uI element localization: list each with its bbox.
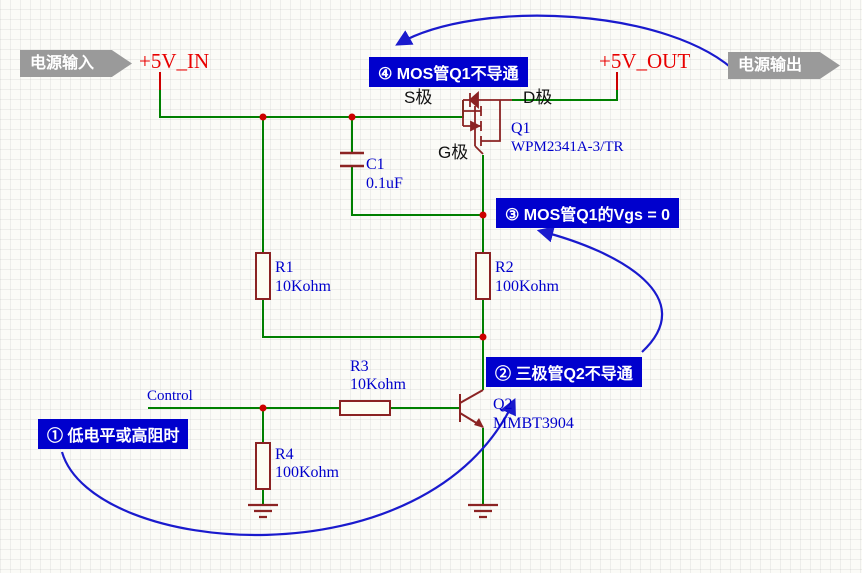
q1-drain-contact <box>481 100 501 142</box>
q2-part-number: MMBT3904 <box>493 415 574 432</box>
annotation-arrows[interactable] <box>60 14 739 536</box>
ground-symbol-right[interactable] <box>468 503 498 519</box>
r3-designator: R3 <box>350 358 369 375</box>
q1-source-pin-label: S极 <box>404 88 433 107</box>
c1-designator: C1 <box>366 156 385 173</box>
q1-part-number: WPM2341A-3/TR <box>511 139 624 155</box>
annotation-step1-box[interactable]: ① 低电平或高阻时 <box>38 419 189 449</box>
capacitor-c1-symbol[interactable] <box>340 151 364 168</box>
junction-dot <box>479 333 487 341</box>
r3-value: 10Kohm <box>350 376 406 393</box>
arrow-step2-to-step3[interactable] <box>536 226 664 353</box>
net-label-control: Control <box>147 388 193 404</box>
q1-bodydiode-triangle <box>468 91 479 109</box>
r1-value: 10Kohm <box>275 278 331 295</box>
resistor-r4-symbol[interactable] <box>255 442 271 490</box>
annotation-step3-box[interactable]: ③ MOS管Q1的Vgs = 0 <box>496 198 680 228</box>
r2-designator: R2 <box>495 259 514 276</box>
junction-dot <box>479 211 487 219</box>
junction-dots <box>259 113 487 412</box>
r4-value: 100Kohm <box>275 464 339 481</box>
annotation-step4-box[interactable]: ④ MOS管Q1不导通 <box>369 57 528 87</box>
r2-value: 100Kohm <box>495 278 559 295</box>
r1-designator: R1 <box>275 259 294 276</box>
power-output-banner[interactable]: 电源输出 <box>728 52 840 79</box>
net-label-5v-in: +5V_IN <box>139 49 210 73</box>
q1-designator: Q1 <box>511 120 531 137</box>
ground-symbol-left[interactable] <box>248 503 278 519</box>
wire-r1-bottom[interactable] <box>262 299 483 338</box>
q1-body-arrow <box>470 120 482 132</box>
resistor-r2-symbol[interactable] <box>475 252 491 300</box>
resistor-r3-symbol[interactable] <box>339 400 391 416</box>
junction-dot <box>348 113 356 121</box>
annotation-step2-box[interactable]: ② 三极管Q2不导通 <box>486 357 642 387</box>
net-label-5v-out: +5V_OUT <box>599 49 691 73</box>
junction-dot <box>259 113 267 121</box>
arrow-step3-to-step4[interactable] <box>395 14 739 75</box>
q1-drain-pin-label: D极 <box>523 88 553 107</box>
power-input-banner[interactable]: 电源输入 <box>20 50 132 77</box>
wire-c1-bottom[interactable] <box>351 167 483 216</box>
power-input-banner-label: 电源输入 <box>30 55 95 72</box>
c1-value: 0.1uF <box>366 175 403 192</box>
q1-gate-lead <box>474 145 484 155</box>
ground-symbols[interactable] <box>248 503 498 519</box>
q1-gate-pin-label: G极 <box>438 143 469 162</box>
mosfet-q1-symbol[interactable] <box>462 91 512 155</box>
q2-collector <box>459 389 484 404</box>
resistor-r1-symbol[interactable] <box>255 252 271 300</box>
q2-emitter-arrow <box>474 418 484 428</box>
arrow-step1-to-step2[interactable] <box>60 398 516 536</box>
npn-q2-symbol[interactable] <box>459 389 484 428</box>
junction-dot <box>259 404 267 412</box>
wire-vout[interactable] <box>512 90 618 101</box>
power-output-banner-label: 电源输出 <box>738 57 803 74</box>
q2-designator: Q2 <box>493 396 513 413</box>
r4-designator: R4 <box>275 446 294 463</box>
power-ticks <box>159 72 618 90</box>
